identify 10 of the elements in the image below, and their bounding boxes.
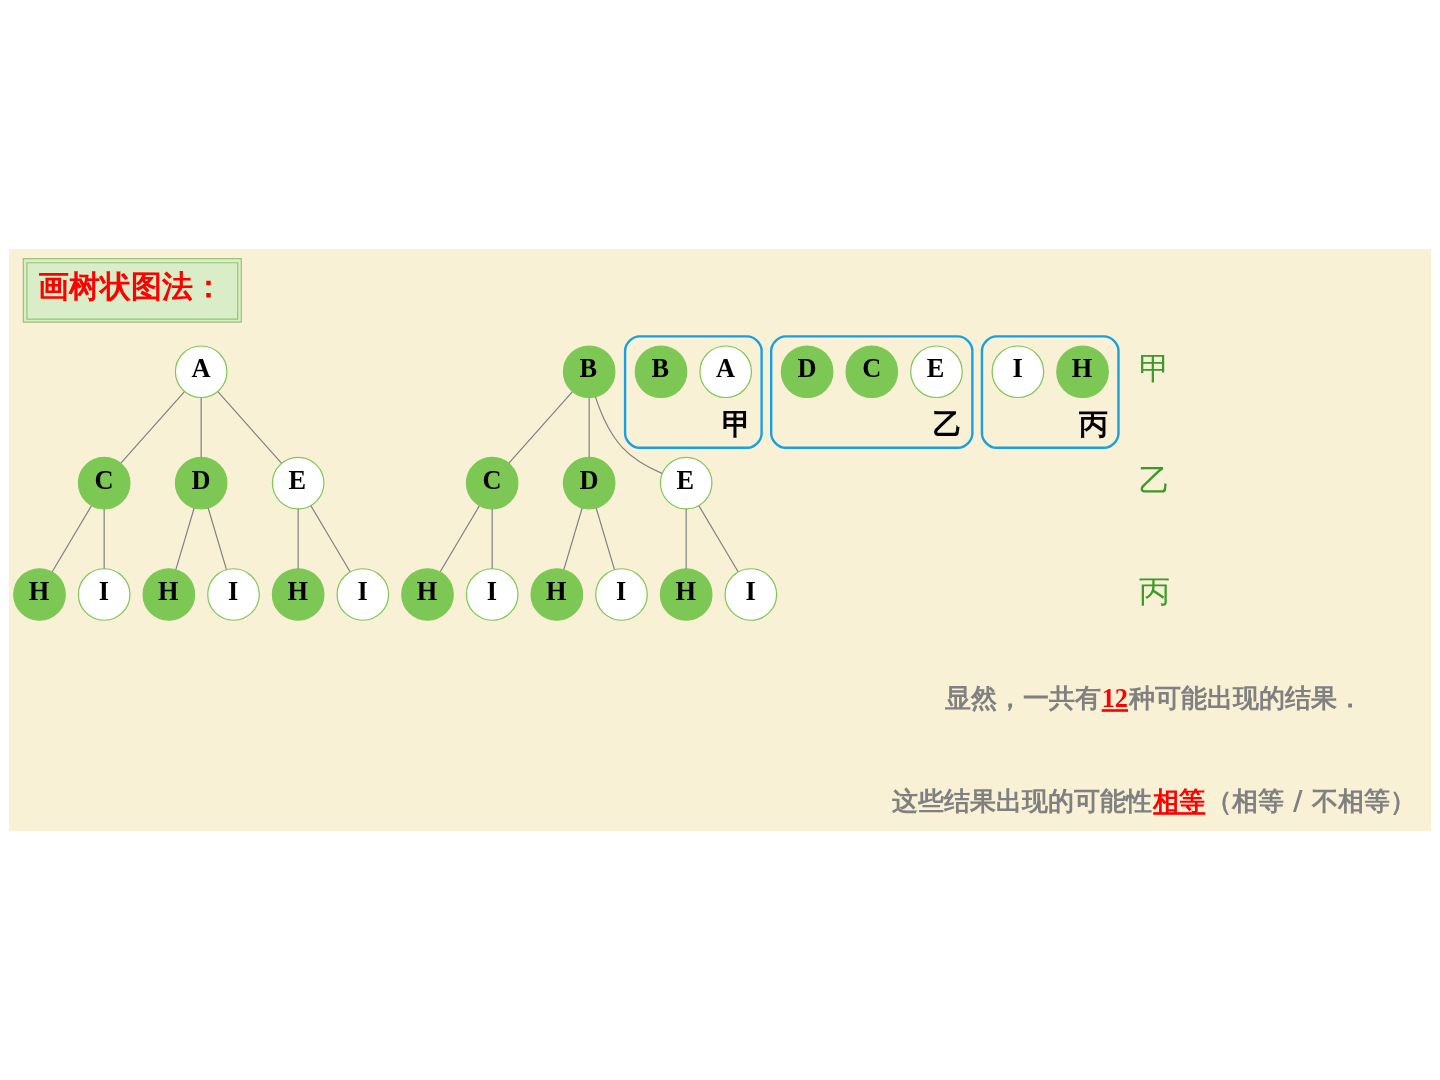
label: 丙 [1138, 573, 1170, 610]
label: 乙 [1138, 461, 1170, 498]
label: （相等 / 不相等） [1205, 786, 1416, 817]
label: 种可能出现的结果． [1129, 683, 1364, 714]
label: 相等 [1153, 787, 1206, 817]
label: 12 [1101, 684, 1129, 714]
label: 这些结果出现的可能性 [892, 786, 1153, 817]
diagram-title: 画树状图法： [37, 268, 224, 305]
label: 甲 [1138, 350, 1170, 387]
label: 显然，一共有 [944, 683, 1101, 714]
